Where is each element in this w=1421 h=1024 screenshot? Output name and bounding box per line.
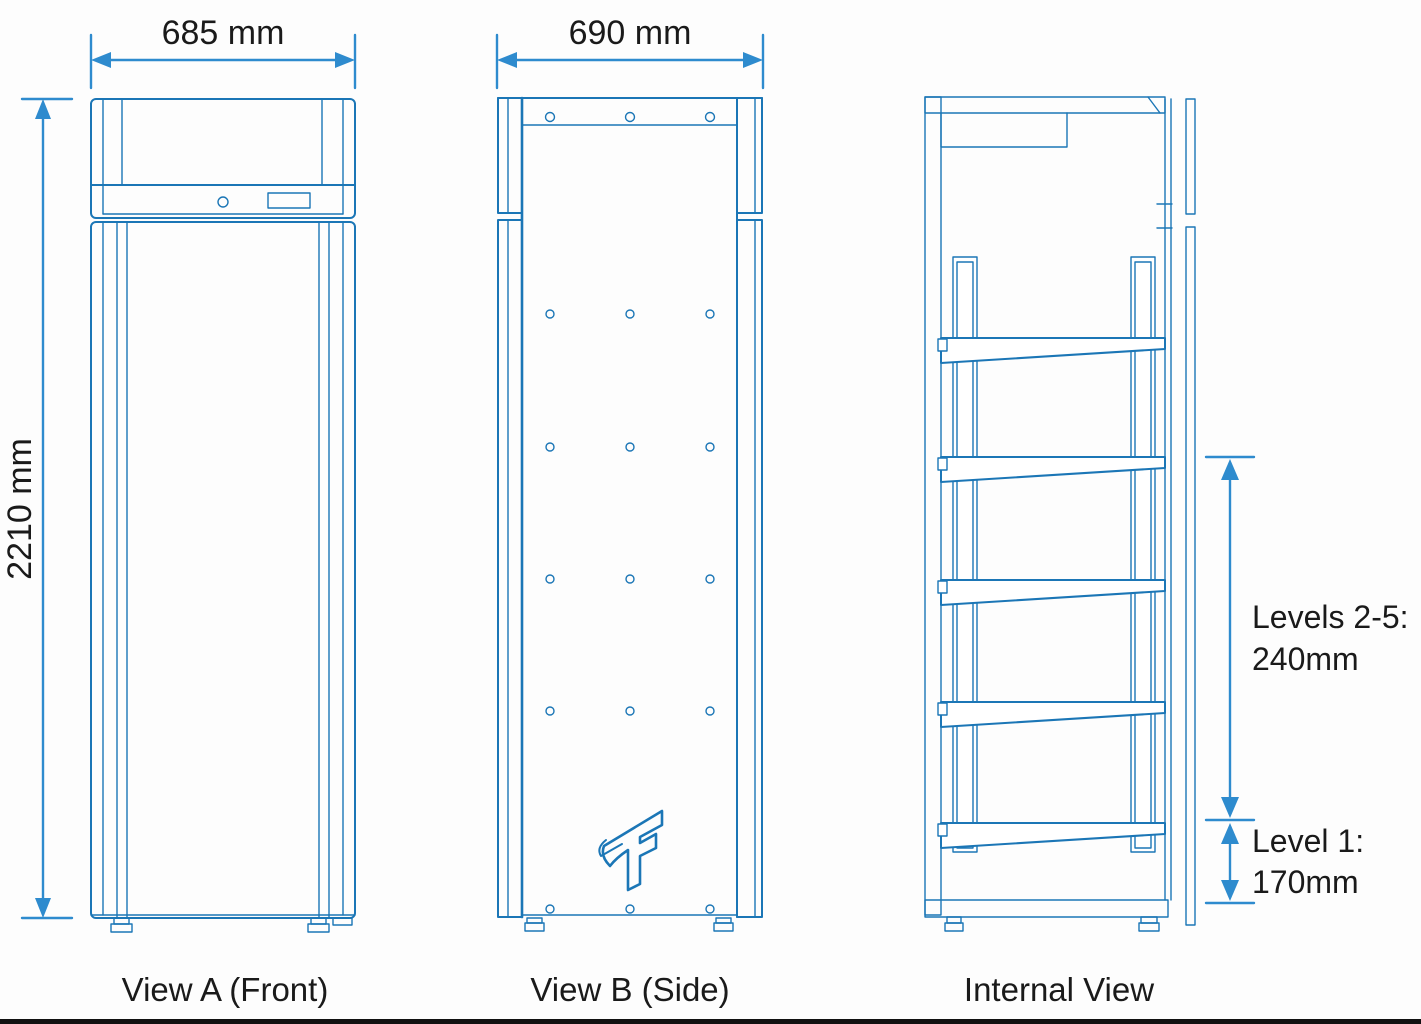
level-1-text-line2: 170mm bbox=[1252, 864, 1359, 900]
dimension-level-1: Level 1: 170mm bbox=[1204, 823, 1364, 905]
side-rivet-row-top bbox=[544, 111, 716, 123]
arrowhead-down bbox=[1221, 797, 1239, 818]
arrowhead-left bbox=[497, 52, 517, 68]
arrowhead-left bbox=[91, 52, 111, 68]
shelf-level-3 bbox=[937, 579, 1166, 606]
arrowhead-up bbox=[1221, 823, 1239, 844]
dimension-side-width: 690 mm bbox=[495, 14, 765, 90]
arrowhead-down bbox=[35, 898, 51, 918]
side-view-label: View B (Side) bbox=[530, 971, 729, 1008]
arrowhead-right bbox=[743, 52, 763, 68]
internal-feet bbox=[944, 916, 1160, 932]
shelf-level-5 bbox=[937, 337, 1166, 364]
lock-button-icon bbox=[217, 196, 229, 208]
front-header-panel bbox=[90, 98, 356, 219]
bottom-border bbox=[0, 1019, 1421, 1024]
internal-top-wall bbox=[924, 96, 1166, 114]
front-body-panel bbox=[90, 221, 356, 919]
level-1-text-line1: Level 1: bbox=[1252, 823, 1364, 859]
shelf-rail-right bbox=[1130, 256, 1156, 853]
levels-2-5-text-line2: 240mm bbox=[1252, 641, 1359, 677]
front-view bbox=[90, 98, 356, 933]
levels-2-5-text-line1: Levels 2-5: bbox=[1252, 599, 1409, 635]
internal-view bbox=[924, 96, 1196, 932]
internal-view-label: Internal View bbox=[964, 971, 1154, 1008]
shelf-level-1 bbox=[937, 822, 1166, 849]
side-feet bbox=[524, 917, 734, 932]
dimension-front-width: 685 mm bbox=[89, 14, 357, 90]
brand-logo-icon bbox=[598, 809, 664, 892]
display-window bbox=[267, 192, 311, 209]
dimension-overall-height: 2210 mm bbox=[1, 97, 74, 920]
dimension-levels-2-5: Levels 2-5: 240mm bbox=[1204, 455, 1409, 822]
side-rivet-rows bbox=[545, 309, 715, 914]
internal-left-wall bbox=[924, 96, 942, 916]
arrowhead-up bbox=[1221, 459, 1239, 480]
cooling-unit bbox=[940, 112, 1068, 148]
internal-bottom-wall bbox=[924, 899, 1169, 918]
shelf-level-4 bbox=[937, 456, 1166, 483]
side-view bbox=[497, 96, 763, 932]
front-width-text: 685 mm bbox=[162, 14, 285, 52]
arrowhead-down bbox=[1221, 880, 1239, 901]
shelf-level-2 bbox=[937, 701, 1166, 728]
view-labels: View A (Front) View B (Side) Internal Vi… bbox=[122, 971, 1155, 1008]
front-feet bbox=[110, 917, 353, 933]
front-view-label: View A (Front) bbox=[122, 971, 329, 1008]
door-upper-section bbox=[1185, 98, 1196, 215]
side-width-text: 690 mm bbox=[569, 14, 692, 52]
arrowhead-right bbox=[335, 52, 355, 68]
door-lower-section bbox=[1185, 226, 1196, 926]
arrowhead-up bbox=[35, 99, 51, 119]
overall-height-text: 2210 mm bbox=[1, 438, 39, 580]
